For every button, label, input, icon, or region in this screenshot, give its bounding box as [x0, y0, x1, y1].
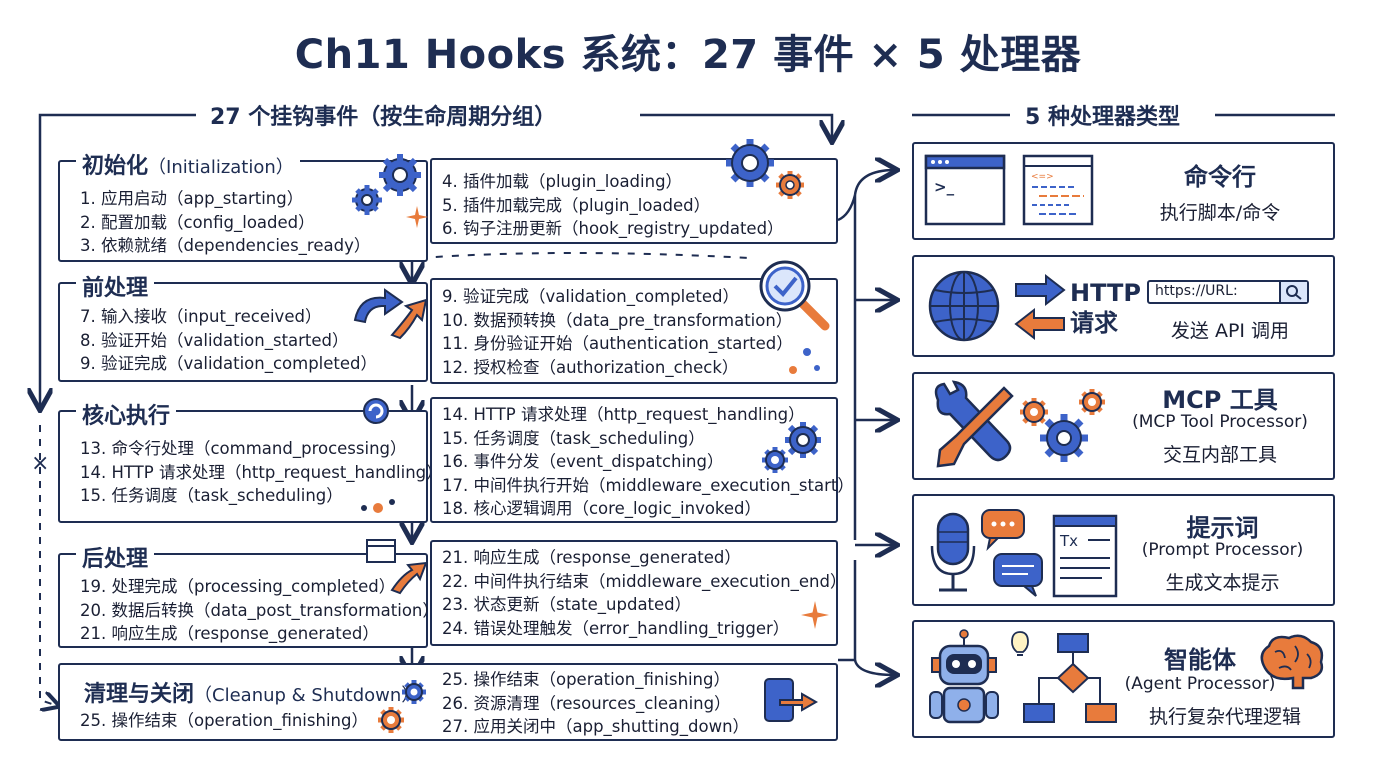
- processor-desc: 执行脚本/命令: [1159, 202, 1281, 224]
- top-right-arrow: [790, 113, 832, 140]
- svg-text:>_: >_: [934, 178, 955, 196]
- event-item: 9. 验证完成（validation_completed）: [442, 287, 740, 306]
- processor-desc: 发送 API 调用: [1170, 320, 1290, 342]
- event-item: 13. 命令行处理（command_processing）: [80, 439, 407, 458]
- stage-core-right-events: 14. HTTP 请求处理（http_request_handling） 15.…: [442, 403, 854, 521]
- event-item: 15. 任务调度（task_scheduling）: [442, 428, 705, 448]
- gear-icon: [402, 680, 426, 704]
- event-item: 6. 钩子注册更新（hook_registry_updated）: [442, 219, 784, 239]
- stage-preprocess-left-events: 7. 输入接收（input_received） 8. 验证开始（validati…: [80, 305, 377, 376]
- stage-postprocess-right-events: 21. 响应生成（response_generated） 22. 中间件执行结束…: [442, 546, 847, 640]
- event-item: 25. 操作结束（operation_finishing）: [80, 711, 368, 730]
- svg-text:Tx: Tx: [1059, 532, 1078, 550]
- window-arrow-icon: [366, 539, 428, 595]
- sparkle-icon: [801, 601, 829, 629]
- event-item: 20. 数据后转换（data_post_transformation）: [80, 600, 439, 620]
- events-section-heading: 27 个挂钩事件（按生命周期分组）: [200, 99, 567, 131]
- processor-prompt[interactable]: [912, 494, 1335, 606]
- stage-initialization-right-box: [430, 158, 838, 244]
- svg-text:<=>: <=>: [1031, 172, 1054, 182]
- dots-icon: [789, 348, 820, 374]
- stage-cleanup-box: [58, 663, 838, 741]
- stage-initialization-right-events: 4. 插件加载（plugin_loading） 5. 插件加载完成（plugin…: [442, 170, 784, 241]
- magnifier-check-icon: [759, 260, 830, 331]
- event-item: 2. 配置加载（config_loaded）: [80, 212, 315, 232]
- page-title: Ch11 Hooks 系统：27 事件 × 5 处理器: [294, 32, 1082, 78]
- sparkle-icon: [406, 206, 428, 228]
- stage-postprocess-right-box: [430, 540, 838, 646]
- brain-icon: [1260, 634, 1324, 690]
- stage-postprocess-title: 后处理: [76, 541, 155, 573]
- gears-icon: [352, 154, 421, 215]
- stage-cleanup-right-events: 25. 操作结束（operation_finishing） 26. 资源清理（r…: [442, 668, 749, 739]
- event-item: 26. 资源清理（resources_cleaning）: [442, 693, 731, 713]
- event-item: 21. 响应生成（response_generated）: [80, 624, 379, 644]
- event-item: 24. 错误处理触发（error_handling_trigger）: [442, 618, 790, 638]
- event-item: 1. 应用启动（app_starting）: [80, 189, 304, 208]
- stage-preprocess-right-events: 9. 验证完成（validation_completed） 10. 数据预转换（…: [442, 285, 793, 379]
- processor-desc: 生成文本提示: [1165, 572, 1280, 594]
- stage-core-left-events: 13. 命令行处理（command_processing） 14. HTTP 请…: [80, 437, 443, 508]
- processor-desc: 执行复杂代理逻辑: [1148, 706, 1301, 728]
- stage-cleanup-title: 清理与关闭（Cleanup & Shutdown）: [84, 682, 420, 707]
- event-item: 8. 验证开始（validation_started）: [80, 330, 349, 350]
- search-icon[interactable]: [1279, 282, 1307, 302]
- event-item: 5. 插件加载完成（plugin_loaded）: [442, 195, 711, 215]
- event-item: 21. 响应生成（response_generated）: [442, 548, 741, 567]
- terminal-icon: >_ <=>: [924, 154, 1094, 226]
- event-item: 22. 中间件执行结束（middleware_execution_end）: [442, 571, 847, 591]
- url-bar[interactable]: https://URL:: [1147, 280, 1309, 304]
- event-item: 17. 中间件执行开始（middleware_execution_start）: [442, 475, 854, 495]
- event-item: 10. 数据预转换（data_pre_transformation）: [442, 310, 793, 330]
- tools-icon: [934, 380, 1105, 468]
- gears-icon: [726, 139, 804, 199]
- event-item: 25. 操作结束（operation_finishing）: [442, 670, 730, 689]
- gears-icon: [762, 422, 821, 473]
- event-item: 14. HTTP 请求处理（http_request_handling）: [80, 462, 443, 482]
- processor-desc: 交互内部工具: [1162, 444, 1277, 466]
- event-item: 12. 授权检查（authorization_check）: [442, 357, 739, 377]
- event-item: 16. 事件分发（event_dispatching）: [442, 452, 724, 472]
- stage-initialization-title: 初始化（Initialization）: [76, 148, 300, 180]
- processor-title: 智能体: [1164, 646, 1236, 674]
- stage-core-title: 核心执行: [76, 398, 177, 430]
- processor-subtitle: (Prompt Processor): [1141, 540, 1304, 560]
- event-item: 11. 身份验证开始（authentication_started）: [442, 334, 793, 354]
- event-item: 7. 输入接收（input_received）: [80, 307, 322, 326]
- stage-postprocess-left-box: [58, 553, 428, 648]
- event-item: 19. 处理完成（processing_completed）: [80, 577, 396, 596]
- exit-door-icon: [764, 678, 819, 722]
- processor-title: 命令行: [1184, 163, 1256, 191]
- event-item: 9. 验证完成（validation_completed）: [80, 354, 378, 374]
- url-bar-text: https://URL:: [1155, 283, 1238, 299]
- processor-title: MCP 工具: [1162, 386, 1278, 414]
- gear-icon: [378, 707, 404, 733]
- processor-subtitle: (MCP Tool Processor): [1132, 412, 1308, 432]
- processor-title: 提示词: [1186, 514, 1259, 542]
- left-loop-line: [38, 113, 62, 400]
- stage-initialization-left-events: 1. 应用启动（app_starting） 2. 配置加载（config_loa…: [80, 187, 370, 258]
- processor-subtitle: (Agent Processor): [1124, 674, 1276, 694]
- processors-section-heading: 5 种处理器类型: [1015, 99, 1190, 131]
- robot-icon: [929, 629, 1117, 724]
- event-item: 27. 应用关闭中（app_shutting_down）: [442, 717, 750, 737]
- processor-title: HTTP 请求: [1070, 279, 1141, 337]
- arrows-icon: [353, 288, 428, 340]
- stage-postprocess-left-events: 19. 处理完成（processing_completed） 20. 数据后转换…: [80, 575, 439, 646]
- stage-cleanup-left-events: 25. 操作结束（operation_finishing）: [80, 709, 368, 733]
- x-mark: ×: [31, 451, 49, 476]
- microphone-icon: Tx: [930, 509, 1118, 598]
- stage-preprocess-title: 前处理: [76, 270, 155, 302]
- event-item: 4. 插件加载（plugin_loading）: [442, 172, 683, 191]
- event-item: 18. 核心逻辑调用（core_logic_invoked）: [442, 499, 762, 519]
- event-item: 23. 状态更新（state_updated）: [442, 595, 692, 615]
- globe-icon: [928, 270, 1066, 342]
- refresh-gear-icon: [363, 398, 389, 424]
- dots-icon: [361, 499, 395, 513]
- event-item: 15. 任务调度（task_scheduling）: [80, 486, 343, 506]
- event-item: 3. 依赖就绪（dependencies_ready）: [80, 236, 371, 256]
- event-item: 14. HTTP 请求处理（http_request_handling）: [442, 405, 805, 424]
